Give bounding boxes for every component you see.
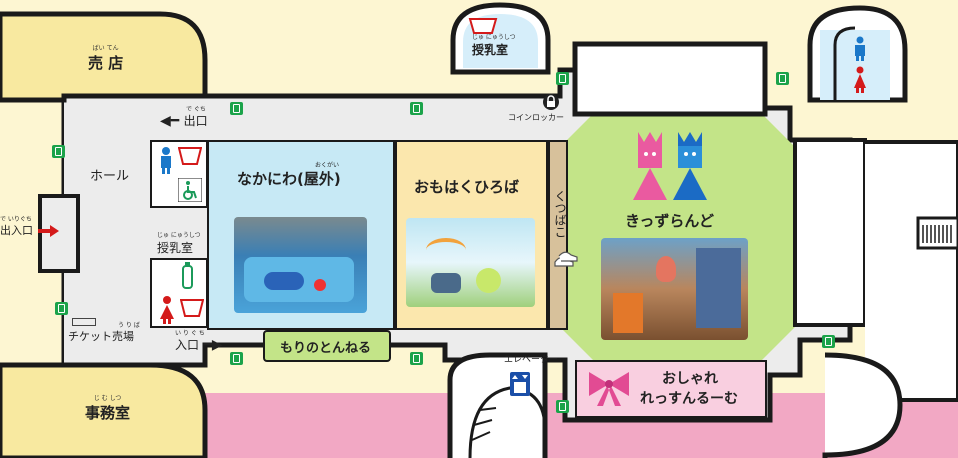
shoes-icon [554,251,578,267]
morino-zone [263,330,391,362]
omohaku-photo [406,218,535,307]
hall-label: ホール [90,169,130,184]
wheelchair-icon [178,178,202,202]
emergency-exit-icon [55,302,68,315]
diaper-icon [178,147,202,165]
emergency-exit-icon [822,335,835,348]
elevator-icon [510,372,530,396]
female-restroom-icon [854,66,866,93]
omohaku-label: おもはくひろば [414,178,520,196]
nursing-room-top-label: じゅ にゅうしつ 授乳室 [472,34,516,57]
nakaniwa-photo [234,217,367,313]
oshare-label-line1: おしゃれ [662,371,718,387]
kidsland-photo [601,238,748,340]
kutsubako-label: くつばこ [553,190,567,238]
morino-label: もりのとんねる [280,341,372,356]
oshare-label-line2: れっすんるーむ [640,391,738,407]
emergency-exit-icon [52,145,65,158]
diaper-icon [468,18,498,34]
emergency-exit-icon [230,352,243,365]
kutsubako-zone [548,140,568,330]
shop-label: ばい てん 売 店 [88,45,124,72]
entrance-sign: い り ぐ ち 入口 ━▶ [175,330,223,353]
ribbon-icon [589,372,629,406]
emergency-exit-icon [556,400,569,413]
ticket-label: う り ば チケット売場 [68,322,140,343]
diaper-icon [180,299,204,317]
female-restroom-icon [160,296,174,324]
male-restroom-icon [161,147,171,174]
ticket-counter-icon [72,318,96,326]
entry-arrow-icon [38,225,59,237]
kidsland-label: きっずらんど [625,212,714,230]
lock-icon [543,94,559,110]
baby-bottle-icon [182,262,193,289]
kings-characters-icon [633,132,707,200]
elevator-label: エレベーター [504,355,559,365]
emergency-exit-icon [410,102,423,115]
emergency-exit-icon [410,352,423,365]
exit-sign: で ぐち ◀━ 出口 [160,106,208,129]
nursing-room-side-label: じゅ にゅうしつ 授乳室 [157,232,201,255]
coin-locker-label: コインロッカー [508,113,564,122]
emergency-exit-icon [776,72,789,85]
nakaniwa-label: おくがい なかにわ(屋外) [237,162,341,188]
male-restroom-icon [855,36,865,61]
emergency-exit-icon [556,72,569,85]
office-label: じ む しつ 事務室 [85,395,131,422]
emergency-exit-icon [230,102,243,115]
main-entry-label: で いりぐち 出入口 [0,216,33,237]
